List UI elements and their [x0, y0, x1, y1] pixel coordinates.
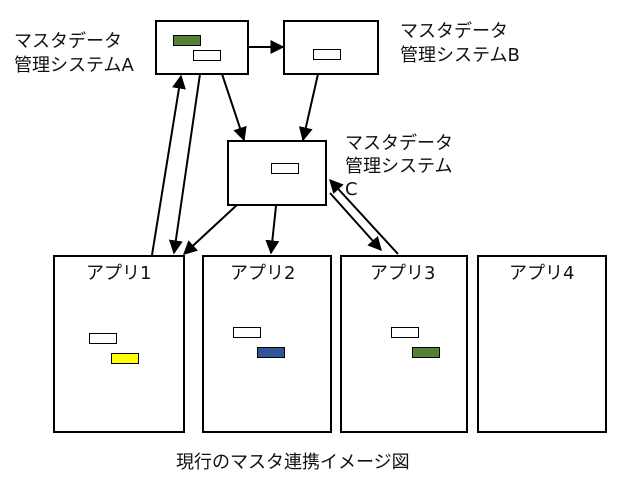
system-c-label-line1: マスタデータ — [345, 133, 453, 154]
app3-box: アプリ3 — [340, 255, 468, 433]
record-yellow — [111, 353, 139, 364]
system-b-label-line1: マスタデータ — [400, 21, 508, 42]
record-white — [313, 49, 341, 60]
arrow-c-to-app1 — [182, 203, 239, 255]
system-a-box — [155, 20, 249, 75]
system-c-label-line3: C — [345, 179, 358, 200]
record-blue — [257, 347, 285, 358]
record-white — [391, 327, 419, 338]
system-c-box — [227, 140, 327, 206]
system-c-label-line2: 管理システム — [345, 156, 453, 177]
system-b-label-line2: 管理システムB — [400, 45, 520, 66]
system-a-label-line2: 管理システムA — [14, 55, 134, 76]
app1-label: アプリ1 — [86, 263, 152, 284]
arrow-a-to-c — [221, 73, 247, 142]
system-a-label-line1: マスタデータ — [14, 31, 122, 52]
app3-label: アプリ3 — [370, 263, 436, 284]
arrow-c-to-app3 — [329, 192, 382, 252]
app4-box: アプリ4 — [477, 255, 607, 433]
system-b-box — [283, 20, 379, 75]
app2-label: アプリ2 — [230, 263, 296, 284]
arrow-app1-to-a — [151, 74, 186, 256]
record-white — [271, 163, 299, 174]
record-white — [89, 333, 117, 344]
arrow-app3-to-c — [329, 178, 399, 255]
record-white — [193, 50, 221, 61]
arrow-b-to-c — [298, 73, 319, 142]
app2-box: アプリ2 — [202, 255, 332, 433]
record-white — [233, 327, 261, 338]
app4-label: アプリ4 — [509, 263, 575, 284]
arrow-c-to-app2 — [265, 205, 280, 255]
record-green — [173, 35, 201, 46]
record-green — [412, 347, 440, 358]
arrow-a-to-app1 — [168, 73, 201, 255]
diagram-caption: 現行のマスタ連携イメージ図 — [176, 452, 410, 473]
app1-box: アプリ1 — [53, 255, 185, 433]
